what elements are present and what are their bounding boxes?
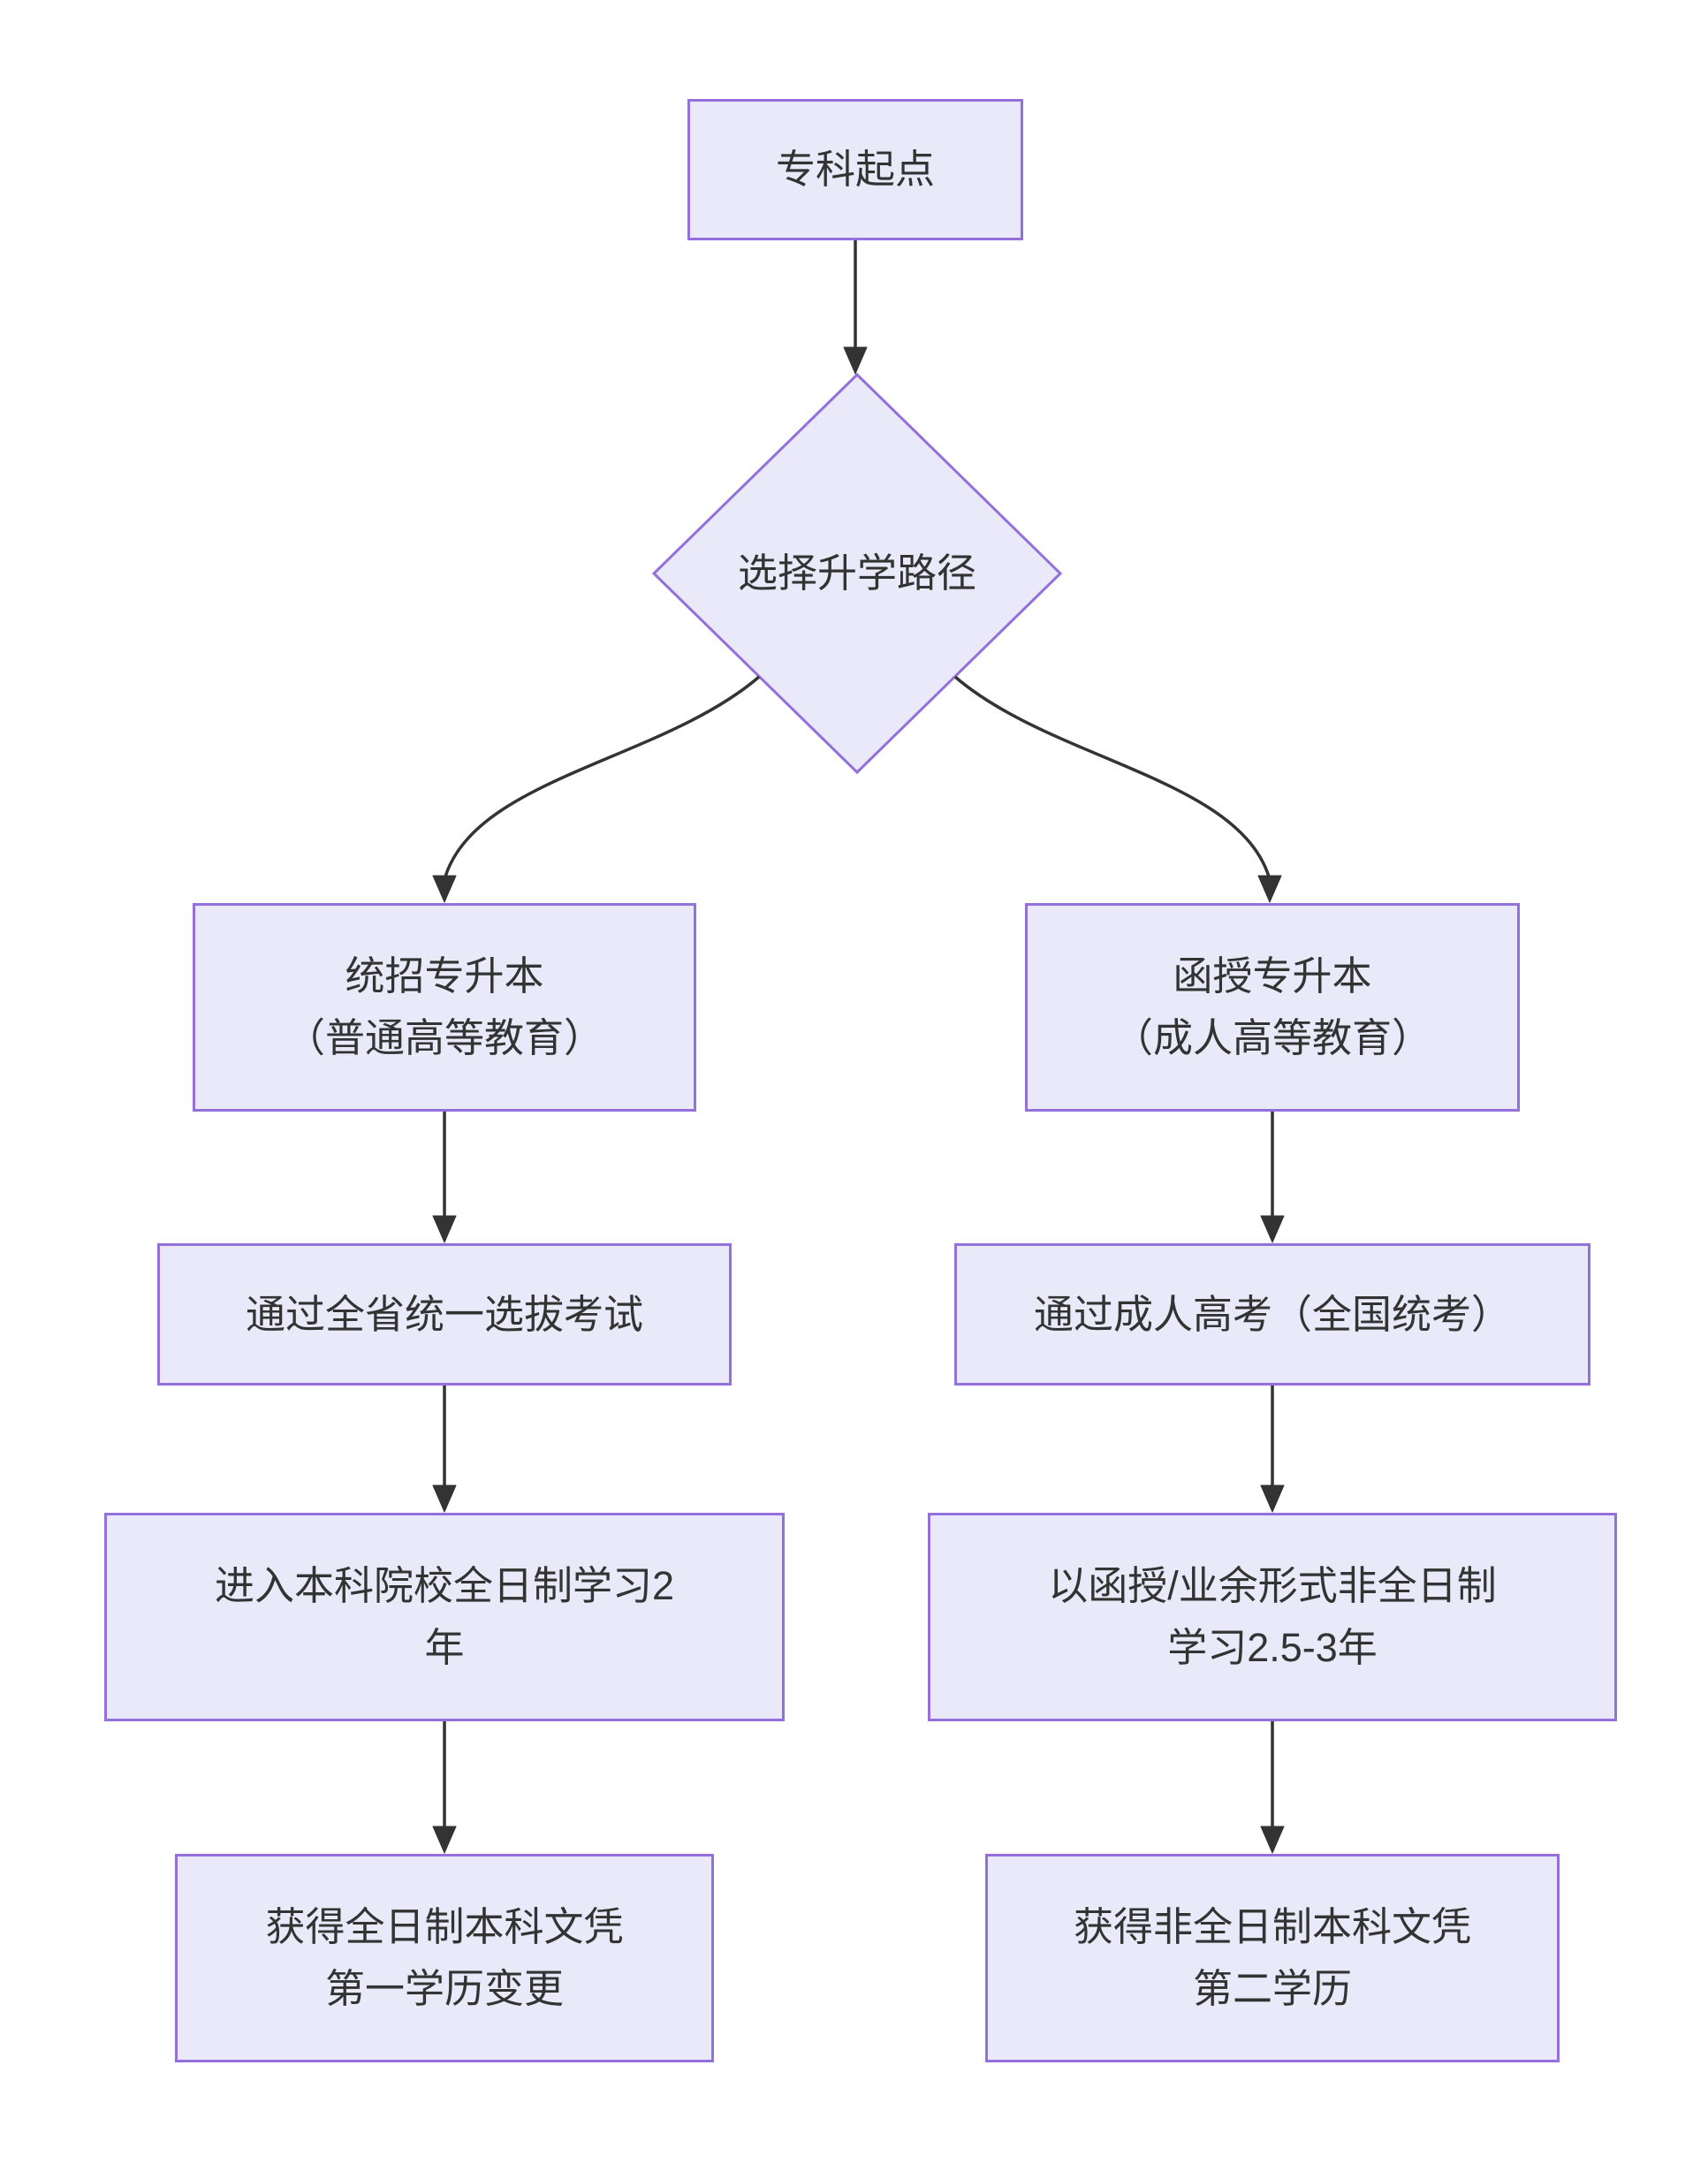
node-tongzhao-path: 统招专升本 （普通高等教育） bbox=[193, 903, 696, 1112]
node-province-exam: 通过全省统一选拔考试 bbox=[157, 1243, 732, 1386]
node-r4-line1: 获得非全日制本科文凭 bbox=[1073, 1904, 1471, 1949]
node-r3-line2: 学习2.5-3年 bbox=[1167, 1625, 1378, 1670]
arrowhead-start-decision bbox=[843, 346, 868, 375]
node-decision: 选择升学路径 bbox=[636, 512, 1078, 635]
node-parttime-study: 以函授/业余形式非全日制 学习2.5-3年 bbox=[928, 1513, 1617, 1721]
arrowhead-r2-r3 bbox=[1260, 1484, 1285, 1513]
node-r1-line2: （成人高等教育） bbox=[1112, 1015, 1431, 1060]
node-l3-line1: 进入本科院校全日制学习2 bbox=[214, 1563, 675, 1608]
edge-decision-l1 bbox=[444, 675, 761, 877]
node-l2-line1: 通过全省统一选拔考试 bbox=[245, 1291, 643, 1337]
node-r4-line2: 第二学历 bbox=[1192, 1966, 1352, 2011]
decision-diamond-shape bbox=[651, 372, 1063, 775]
node-l3-line2: 年 bbox=[424, 1625, 465, 1670]
node-start-label: 专科起点 bbox=[775, 147, 935, 192]
node-fulltime-study: 进入本科院校全日制学习2 年 bbox=[104, 1513, 785, 1721]
node-l1-line2: （普通高等教育） bbox=[285, 1015, 603, 1060]
node-hanshou-path: 函授专升本 （成人高等教育） bbox=[1025, 903, 1520, 1112]
node-decision-label: 选择升学路径 bbox=[737, 550, 976, 596]
node-r1-line1: 函授专升本 bbox=[1173, 953, 1372, 998]
node-l4-line1: 获得全日制本科文凭 bbox=[265, 1904, 624, 1949]
arrowhead-l3-l4 bbox=[432, 1826, 457, 1854]
node-fulltime-diploma: 获得全日制本科文凭 第一学历变更 bbox=[175, 1854, 714, 2062]
arrowhead-l1-l2 bbox=[432, 1215, 457, 1243]
node-l1-line1: 统招专升本 bbox=[345, 953, 544, 998]
node-parttime-diploma: 获得非全日制本科文凭 第二学历 bbox=[985, 1854, 1560, 2062]
arrowhead-r3-r4 bbox=[1260, 1826, 1285, 1854]
arrowhead-r1-r2 bbox=[1260, 1215, 1285, 1243]
node-r2-line1: 通过成人高考（全国统考） bbox=[1033, 1291, 1511, 1337]
arrowhead-l2-l3 bbox=[432, 1484, 457, 1513]
arrowhead-decision-l1 bbox=[432, 875, 457, 903]
node-adult-exam: 通过成人高考（全国统考） bbox=[954, 1243, 1590, 1386]
node-start: 专科起点 bbox=[687, 99, 1023, 240]
edge-decision-r1 bbox=[953, 675, 1271, 877]
node-r3-line1: 以函授/业余形式非全日制 bbox=[1048, 1563, 1497, 1608]
arrowhead-decision-r1 bbox=[1257, 875, 1282, 903]
node-l4-line2: 第一学历变更 bbox=[324, 1966, 564, 2011]
